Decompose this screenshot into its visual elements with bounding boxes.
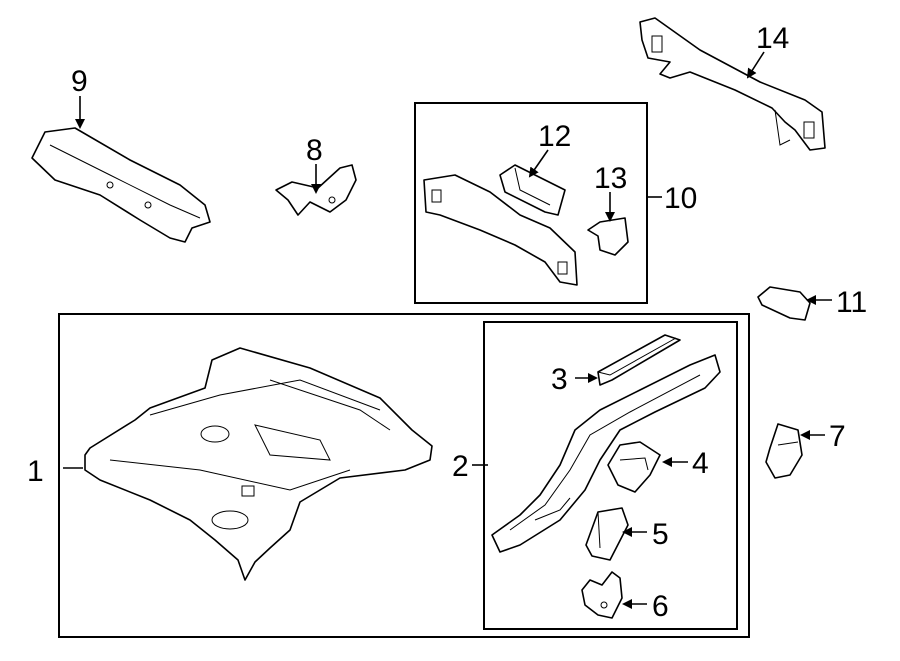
callout-12: 12 xyxy=(538,120,571,153)
assembly-box-rails xyxy=(483,321,738,630)
part-crossmember-14[interactable] xyxy=(639,17,826,151)
leader-14 xyxy=(746,51,765,79)
callout-7: 7 xyxy=(829,420,846,453)
part-crossmember-10[interactable] xyxy=(423,174,578,286)
callout-4: 4 xyxy=(692,447,709,480)
part-bracket-5[interactable] xyxy=(585,507,629,561)
part-rail-9[interactable] xyxy=(31,127,211,243)
assembly-box-floor xyxy=(58,313,750,638)
callout-9: 9 xyxy=(71,65,88,98)
part-bracket-12[interactable] xyxy=(499,164,566,216)
part-rear-floor-pan[interactable] xyxy=(84,347,433,581)
part-bracket-6[interactable] xyxy=(581,571,623,619)
leader-12 xyxy=(528,149,549,178)
callout-14: 14 xyxy=(756,22,789,55)
callout-6: 6 xyxy=(652,590,669,623)
part-bracket-4[interactable] xyxy=(607,441,661,493)
callout-8: 8 xyxy=(306,134,323,167)
callout-13: 13 xyxy=(594,162,627,195)
callout-5: 5 xyxy=(652,518,669,551)
part-bracket-13[interactable] xyxy=(587,217,629,256)
part-bracket-7[interactable] xyxy=(765,423,803,479)
callout-3: 3 xyxy=(551,363,568,396)
assembly-box-crossmember xyxy=(414,102,648,304)
callout-1: 1 xyxy=(27,455,44,488)
part-reinforcement-3[interactable] xyxy=(597,334,681,386)
callout-2: 2 xyxy=(452,450,469,483)
callout-10: 10 xyxy=(664,182,697,215)
callout-11: 11 xyxy=(836,286,867,319)
part-rear-rail[interactable] xyxy=(491,354,721,553)
part-bracket-11[interactable] xyxy=(757,286,811,321)
